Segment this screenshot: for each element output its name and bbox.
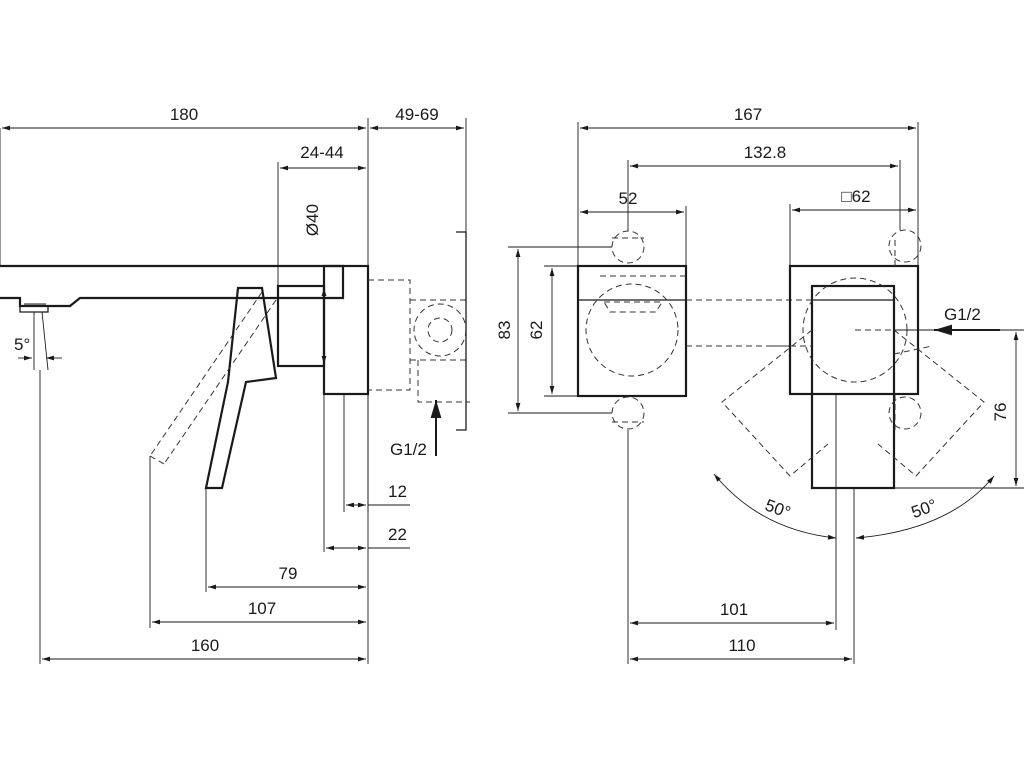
wall-plate [322, 264, 370, 396]
dim-12: 12 [388, 482, 407, 501]
dim-square-62: □62 [841, 187, 870, 206]
front-spout-aerator [603, 301, 663, 313]
handle-rotated-left [721, 329, 829, 477]
dim-110: 110 [728, 636, 755, 655]
dim-132-8: 132.8 [744, 143, 787, 162]
handle-rotated-right [877, 329, 985, 477]
dim-5-degree: 5° [14, 335, 30, 354]
dim-62: 62 [527, 321, 546, 340]
angle-50-right: 50° [909, 496, 940, 523]
side-view [0, 118, 470, 664]
front-view [508, 122, 1024, 664]
dim-76: 76 [991, 403, 1010, 422]
dim-24-44: 24-44 [300, 143, 343, 162]
front-plate [576, 264, 688, 398]
front-handle [810, 284, 896, 490]
dim-22: 22 [388, 525, 407, 544]
g12-label-left: G1/2 [390, 440, 427, 459]
dim-79: 79 [279, 564, 298, 583]
dim-101: 101 [720, 600, 748, 619]
dim-107: 107 [248, 599, 276, 618]
dim-180: 180 [170, 105, 198, 124]
dim-49-69: 49-69 [395, 105, 438, 124]
g12-label-right: G1/2 [944, 305, 981, 324]
dim-52: 52 [619, 189, 638, 208]
lever-handle [204, 286, 278, 490]
dim-160: 160 [191, 636, 219, 655]
angle-arc-left [713, 473, 837, 540]
dimension-labels: 180 49-69 24-44 Ø40 5° G1/2 12 22 79 107… [14, 105, 1010, 655]
dim-diameter-40: Ø40 [303, 204, 322, 236]
wall-section [456, 231, 467, 431]
lever-dashed-position [149, 291, 277, 465]
concealed-body [368, 279, 411, 391]
dim-167: 167 [734, 105, 762, 124]
dim-83: 83 [495, 321, 514, 340]
